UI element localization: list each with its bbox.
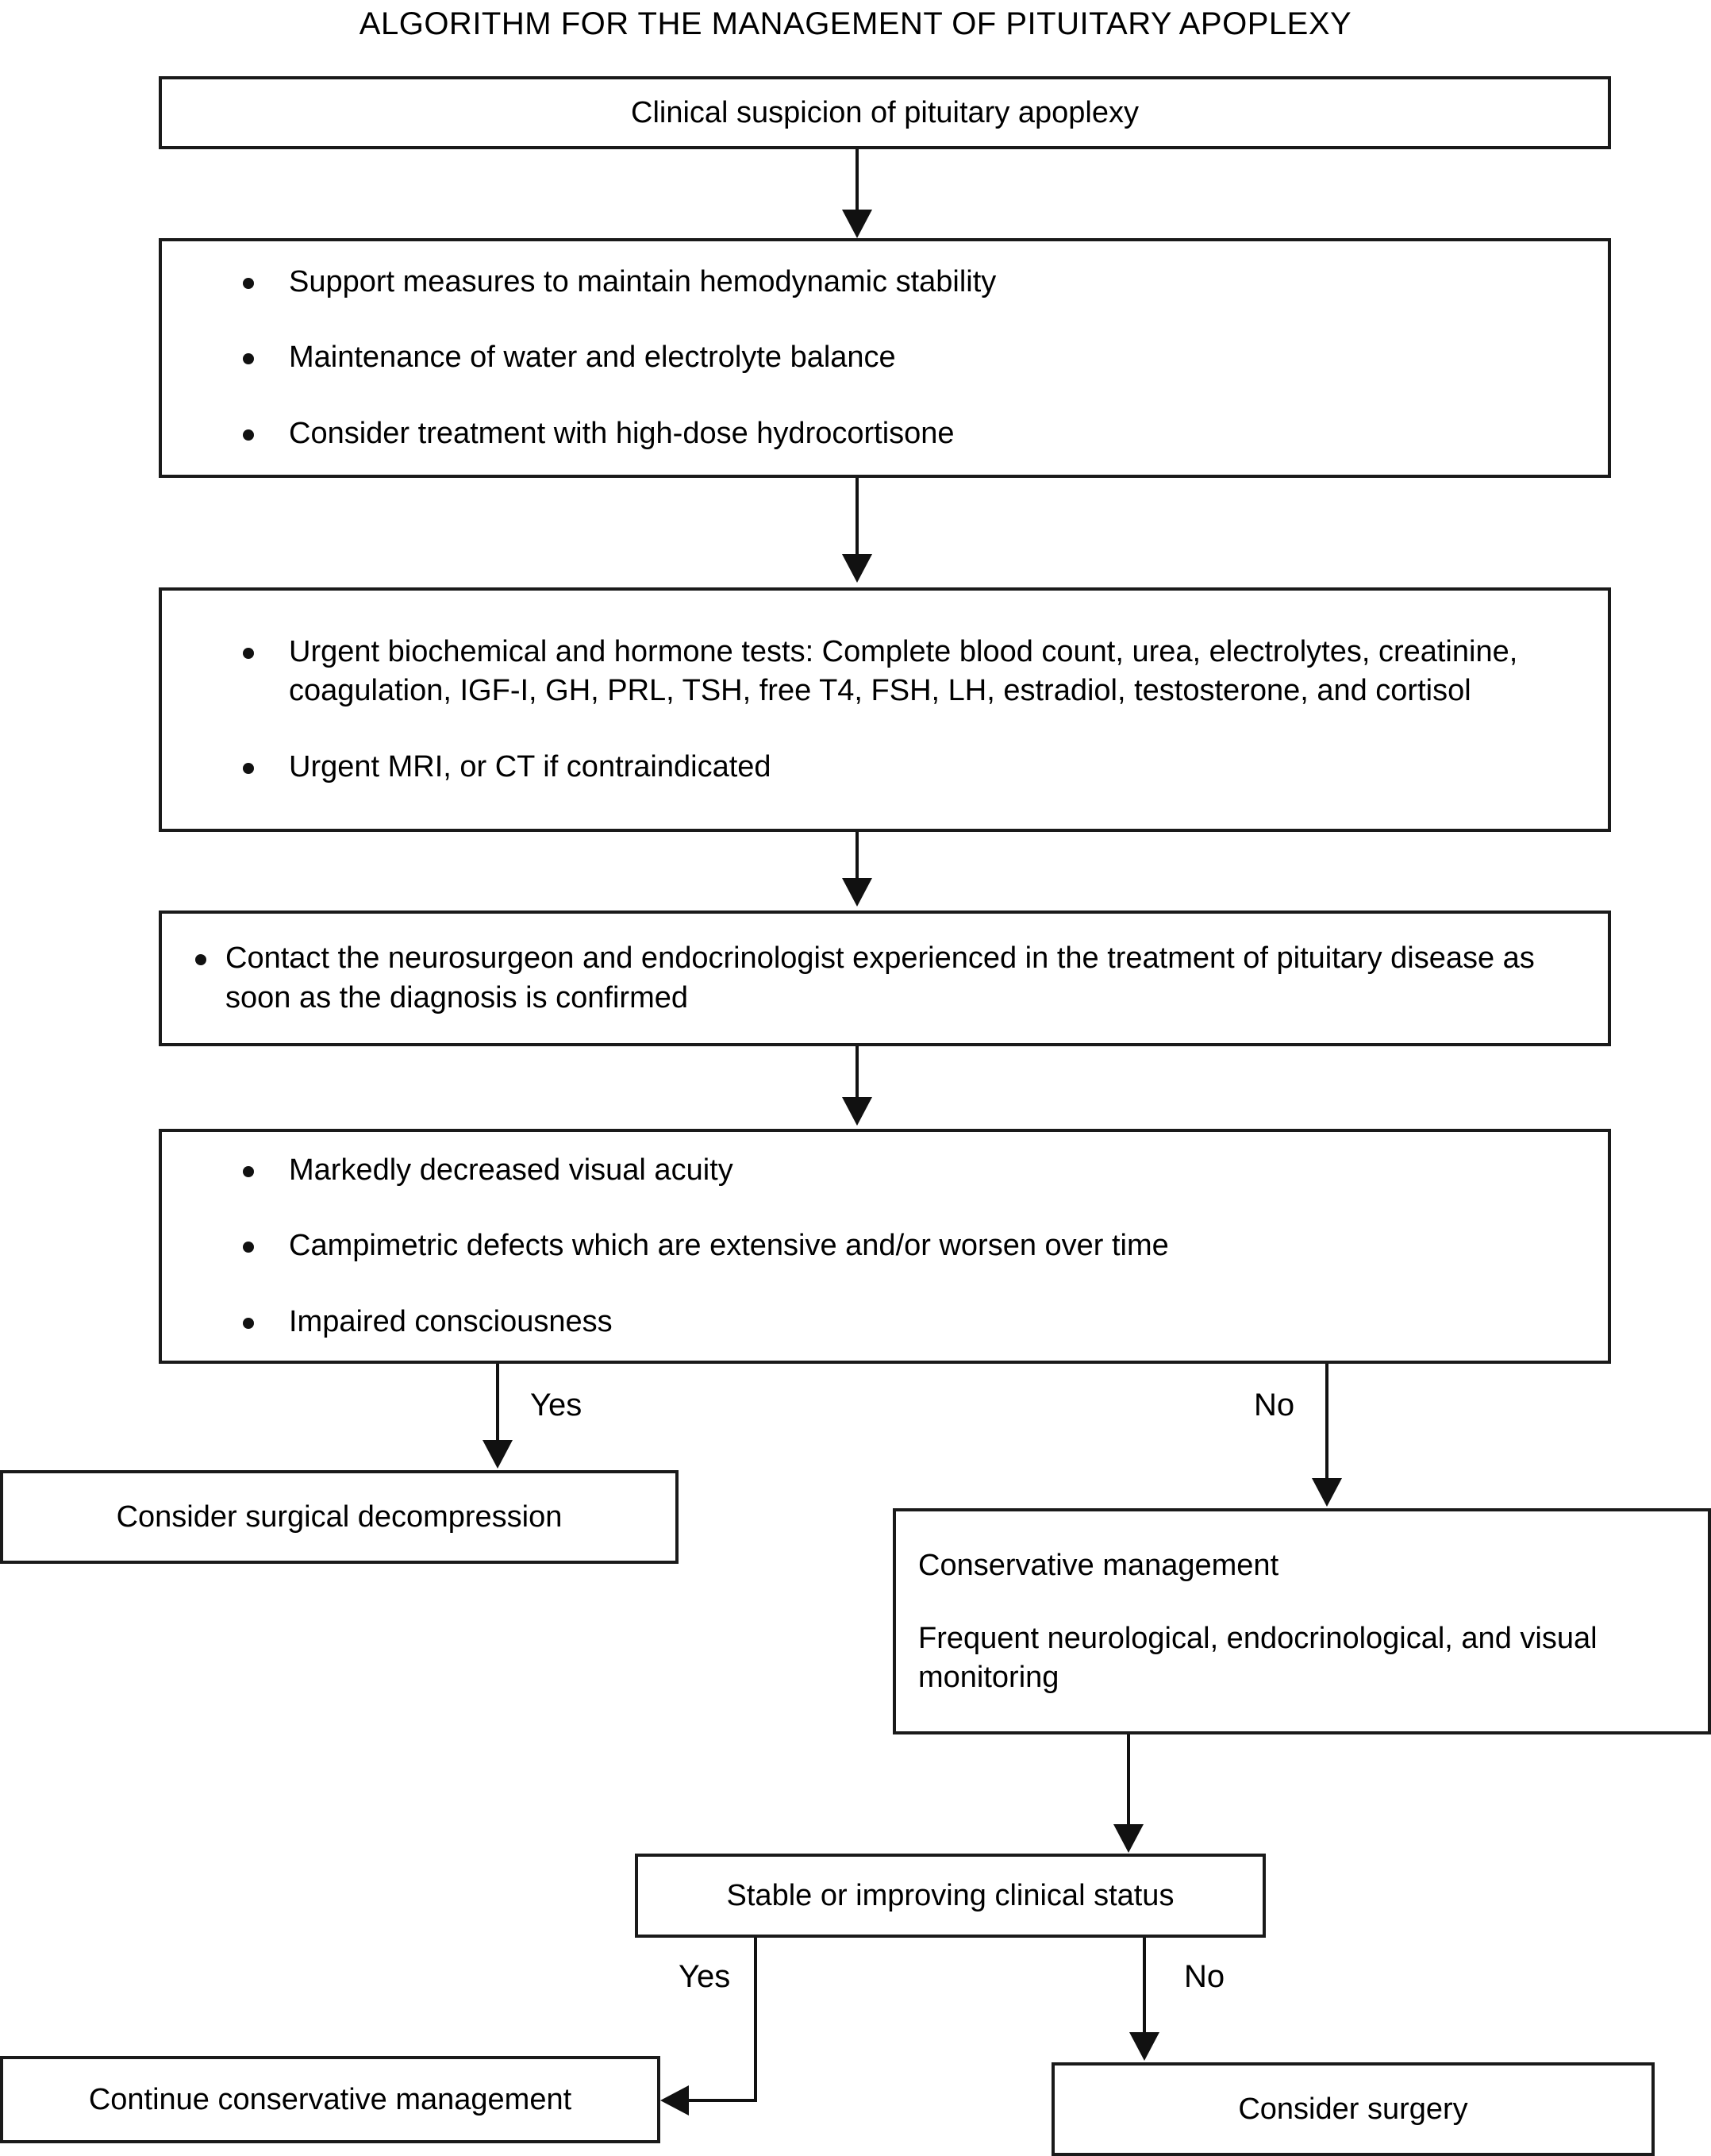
arrowhead-tests-to-contact (842, 878, 872, 907)
node-conservative-management-detail: Frequent neurological, endocrinological,… (918, 1622, 1598, 1694)
bullet-icon (243, 1317, 254, 1329)
arrowhead-stable-no (1129, 2032, 1159, 2061)
support-measures-list: Support measures to maintain hemodynamic… (194, 263, 1576, 453)
connector-stable-yes-horizontal (687, 2099, 757, 2102)
edge-label-severity-no: No (1254, 1388, 1295, 1423)
edge-label-stable-no: No (1184, 1959, 1225, 1994)
arrowhead-contact-to-severity (842, 1097, 872, 1126)
node-clinical-suspicion: Clinical suspicion of pituitary apoplexy (159, 76, 1611, 149)
node-severity-criteria: Markedly decreased visual acuity Campime… (159, 1129, 1611, 1364)
list-item: Markedly decreased visual acuity (194, 1151, 1576, 1190)
bullet-icon (243, 277, 254, 289)
list-item: Maintenance of water and electrolyte bal… (194, 338, 1576, 377)
bullet-icon (243, 647, 254, 659)
edge-label-severity-yes: Yes (530, 1388, 583, 1423)
bullet-icon (243, 762, 254, 774)
node-continue-conservative-management: Continue conservative management (0, 2056, 660, 2143)
node-consider-surgery-label: Consider surgery (1238, 2092, 1468, 2126)
connector-contact-to-severity (856, 1046, 859, 1100)
connector-suspicion-to-support (856, 149, 859, 213)
node-clinical-suspicion-label: Clinical suspicion of pituitary apoplexy (631, 95, 1139, 129)
list-item: Contact the neurosurgeon and endocrinolo… (186, 939, 1576, 1018)
bullet-icon (195, 954, 206, 966)
node-consider-surgical-decompression-label: Consider surgical decompression (116, 1500, 563, 1534)
node-stable-or-improving: Stable or improving clinical status (635, 1854, 1266, 1938)
connector-support-to-tests (856, 478, 859, 557)
arrowhead-support-to-tests (842, 554, 872, 583)
list-item: Impaired consciousness (194, 1303, 1576, 1342)
arrowhead-severity-no (1312, 1478, 1342, 1507)
bullet-icon (243, 1165, 254, 1177)
connector-severity-no (1325, 1364, 1328, 1481)
connector-stable-no (1143, 1938, 1146, 2036)
connector-conservative-to-stable (1127, 1734, 1130, 1827)
list-item: Urgent biochemical and hormone tests: Co… (194, 633, 1595, 711)
list-item: Campimetric defects which are extensive … (194, 1226, 1576, 1265)
page-title: ALGORITHM FOR THE MANAGEMENT OF PITUITAR… (359, 6, 1352, 41)
node-urgent-tests: Urgent biochemical and hormone tests: Co… (159, 587, 1611, 832)
arrowhead-stable-yes (660, 2085, 689, 2116)
node-consider-surgery: Consider surgery (1052, 2062, 1655, 2156)
list-item: Consider treatment with high-dose hydroc… (194, 414, 1576, 453)
connector-stable-yes-vertical (754, 1938, 757, 2102)
node-support-measures: Support measures to maintain hemodynamic… (159, 238, 1611, 478)
node-conservative-management: Conservative management Frequent neurolo… (893, 1508, 1711, 1734)
arrowhead-suspicion-to-support (842, 210, 872, 238)
bullet-icon (243, 1242, 254, 1253)
list-item: Urgent MRI, or CT if contraindicated (194, 748, 1595, 787)
connector-severity-yes (496, 1364, 499, 1443)
edge-label-stable-yes: Yes (679, 1959, 731, 1994)
connector-tests-to-contact (856, 832, 859, 881)
node-consider-surgical-decompression: Consider surgical decompression (0, 1470, 679, 1564)
bullet-icon (243, 429, 254, 441)
node-continue-conservative-management-label: Continue conservative management (88, 2082, 572, 2116)
severity-criteria-list: Markedly decreased visual acuity Campime… (194, 1151, 1576, 1342)
node-stable-or-improving-label: Stable or improving clinical status (726, 1878, 1175, 1912)
node-conservative-management-title: Conservative management (918, 1548, 1279, 1582)
list-item: Support measures to maintain hemodynamic… (194, 263, 1576, 302)
urgent-tests-list: Urgent biochemical and hormone tests: Co… (194, 633, 1595, 787)
contact-specialists-list: Contact the neurosurgeon and endocrinolo… (186, 939, 1576, 1018)
node-contact-specialists: Contact the neurosurgeon and endocrinolo… (159, 911, 1611, 1046)
arrowhead-severity-yes (483, 1440, 513, 1469)
arrowhead-conservative-to-stable (1113, 1824, 1144, 1853)
bullet-icon (243, 353, 254, 365)
